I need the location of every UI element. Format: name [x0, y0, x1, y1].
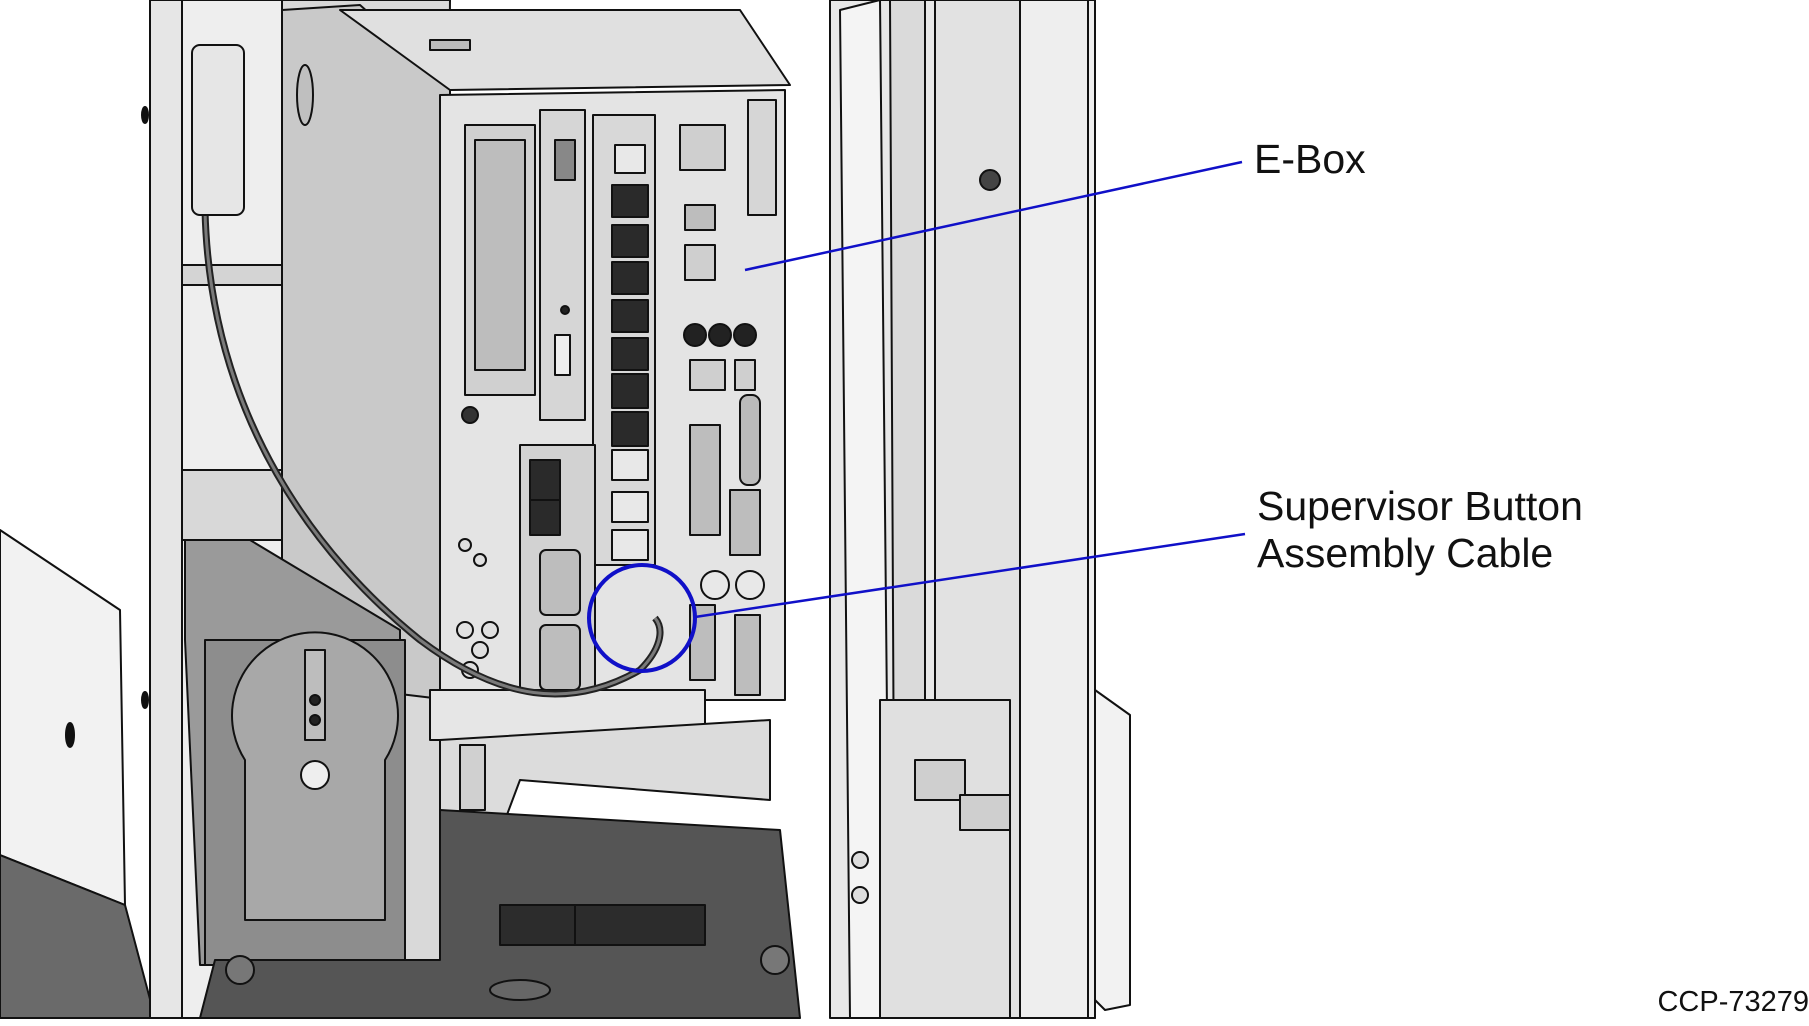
left-side-panel: [0, 529, 126, 906]
supervisor-cable-callout-label: Supervisor Button Assembly Cable: [1257, 483, 1583, 577]
supervisor-callout-line-1: Supervisor Button: [1257, 483, 1583, 529]
circle-highlight-icon: [587, 563, 697, 673]
figure-id: CCP-73279: [1657, 986, 1809, 1018]
supervisor-leader-line: [694, 532, 1246, 619]
ebox-leader-line: [744, 160, 1243, 272]
supervisor-callout-line-2: Assembly Cable: [1257, 530, 1554, 576]
ebox-callout-label: E-Box: [1254, 136, 1366, 182]
